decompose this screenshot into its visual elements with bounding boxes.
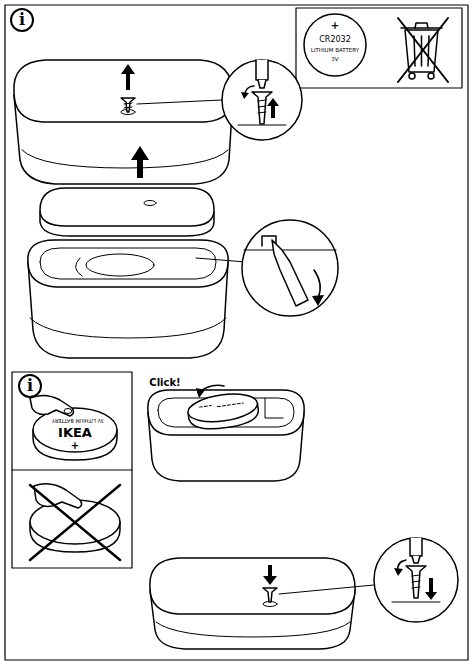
polarity-mark: + (71, 441, 79, 451)
battery-model: CR2032 (319, 36, 351, 44)
polarity-mark: + (331, 21, 339, 31)
battery-type: LITHIUM BATTERY (311, 48, 359, 54)
battery-type: 3V LITHIUM BATTERY (52, 418, 104, 423)
info-symbol: i (27, 378, 33, 394)
brand-mark: IKEA (58, 426, 92, 439)
battery-voltage: 3V (331, 57, 338, 63)
info-symbol: i (19, 12, 25, 28)
click-label: Click! (149, 378, 180, 388)
